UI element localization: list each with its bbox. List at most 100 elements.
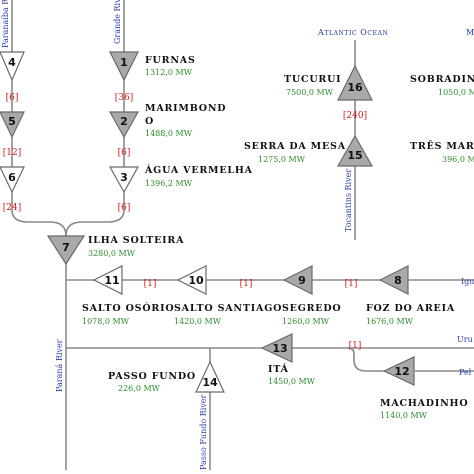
plant-11-number: 11 — [104, 274, 119, 287]
travel-time-1-2: [36] — [115, 93, 133, 103]
plant-2-name-line2: O — [145, 116, 154, 127]
plant-4-number: 4 — [8, 56, 16, 69]
travel-time-3-7: [6] — [118, 203, 131, 213]
plant-labels: FURNAS 1312,0 MW MARIMBOND O 1488,0 MW Á… — [82, 55, 474, 420]
plant-12-name: MACHADINHO — [380, 398, 468, 409]
plant-1-number: 1 — [120, 56, 128, 69]
sobradinho-capacity: 1050,0 MW — [438, 88, 474, 97]
plant-13-name: ITÁ — [268, 363, 289, 375]
sobradinho-name: SOBRADINHO — [410, 74, 474, 85]
travel-time-9-10: [1] — [240, 279, 253, 289]
plant-12-number: 12 — [394, 365, 409, 378]
plant-9[interactable]: 9 — [282, 265, 313, 295]
plant-12-triangle — [382, 356, 415, 386]
plant-1-capacity: 1312,0 MW — [145, 68, 193, 77]
plant-5[interactable]: 5 — [0, 111, 25, 139]
plant-2-name-line1: MARIMBOND — [145, 103, 226, 114]
plant-3-triangle — [108, 166, 140, 194]
line-3-7 — [65, 192, 125, 237]
plant-16-capacity: 7500,0 MW — [286, 88, 334, 97]
river-label-tocantins: Tocantins River — [344, 169, 353, 232]
river-label-parana: Paraná River — [55, 339, 64, 392]
plant-11-triangle — [92, 265, 123, 295]
plant-9-name: SEGREDO — [282, 303, 341, 314]
plant-7-triangle — [46, 235, 86, 266]
plant-9-number: 9 — [298, 274, 306, 287]
plant-7[interactable]: 7 — [46, 235, 86, 266]
plant-16[interactable]: 16 — [337, 64, 373, 101]
plant-9-capacity: 1260,0 MW — [282, 317, 330, 326]
plant-8-number: 8 — [394, 274, 402, 287]
plant-8-triangle — [378, 265, 409, 295]
river-label-pelotas: Pel — [459, 368, 472, 377]
plant-1[interactable]: 1 — [109, 51, 139, 82]
plant-3-name: ÁGUA VERMELHA — [144, 164, 253, 176]
travel-time-2-3: [6] — [118, 148, 131, 158]
plant-8[interactable]: 8 — [378, 265, 409, 295]
river-label-iguacu: Igu — [461, 277, 474, 286]
plant-7-name: ILHA SOLTEIRA — [88, 235, 184, 246]
plant-14-name: PASSO FUNDO — [108, 371, 196, 382]
plant-15-name: SERRA DA MESA — [244, 141, 346, 152]
plant-3[interactable]: 3 — [108, 166, 140, 194]
line-12-13 — [347, 347, 384, 372]
plant-10-triangle — [176, 265, 207, 295]
travel-time-10-11: [1] — [144, 279, 157, 289]
river-label-uruguai: Uru — [457, 335, 473, 344]
plant-14-triangle — [195, 360, 225, 393]
plant-3-number: 3 — [120, 171, 128, 184]
plant-6-number: 6 — [8, 171, 16, 184]
travel-time-12-13: [1] — [349, 341, 362, 351]
plant-11-capacity: 1078,0 MW — [82, 317, 130, 326]
ocean-label: Atlantic Ocean — [317, 28, 388, 37]
plant-11[interactable]: 11 — [92, 265, 123, 295]
tresmarias-name: TRÊS MARIAS — [410, 140, 474, 152]
plant-8-capacity: 1676,0 MW — [366, 317, 414, 326]
plant-14-number: 14 — [202, 376, 218, 389]
plant-7-number: 7 — [62, 241, 70, 254]
plant-10-capacity: 1420,0 MW — [174, 317, 222, 326]
plant-12[interactable]: 12 — [382, 356, 415, 386]
plant-5-triangle — [0, 111, 25, 139]
plant-10-number: 10 — [188, 274, 204, 287]
plant-14-capacity: 226,0 MW — [118, 384, 161, 393]
plant-15-capacity: 1275,0 MW — [258, 155, 306, 164]
plant-2[interactable]: 2 — [108, 111, 140, 139]
plant-6[interactable]: 6 — [0, 166, 25, 194]
plant-3-capacity: 1396,2 MW — [145, 179, 193, 188]
river-label-parnaiba: Paranaíba River — [1, 0, 10, 48]
travel-time-4-5: [6] — [6, 93, 19, 103]
travel-time-5-6: [12] — [3, 148, 21, 158]
plant-7-capacity: 3280,0 MW — [88, 249, 136, 258]
plant-4[interactable]: 4 — [0, 51, 25, 82]
plant-15[interactable]: 15 — [336, 134, 374, 167]
plant-10[interactable]: 10 — [176, 265, 207, 295]
plant-4-triangle — [0, 51, 25, 82]
plant-12-capacity: 1140,0 MW — [380, 411, 428, 420]
plant-13[interactable]: 13 — [260, 333, 293, 363]
plant-14[interactable]: 14 — [195, 360, 225, 393]
travel-time-8-9: [1] — [345, 279, 358, 289]
tresmarias-capacity: 396,0 MW — [442, 155, 474, 164]
plant-2-triangle — [108, 111, 140, 139]
plant-5-number: 5 — [8, 115, 16, 128]
line-6-7 — [11, 192, 67, 237]
plant-10-name: SALTO SANTIAGO — [174, 303, 282, 314]
plant-8-name: FOZ DO AREIA — [366, 303, 455, 314]
plant-1-triangle — [109, 51, 139, 82]
plant-13-number: 13 — [272, 342, 287, 355]
plant-2-number: 2 — [120, 115, 128, 128]
edge-mark: M — [466, 28, 474, 37]
plant-13-capacity: 1450,0 MW — [268, 377, 316, 386]
plant-6-triangle — [0, 166, 25, 194]
river-label-grande: Grande River — [113, 0, 122, 44]
plant-16-triangle — [337, 64, 373, 101]
travel-time-6-7: [24] — [3, 203, 21, 213]
plant-15-triangle — [336, 134, 374, 167]
plant-13-triangle — [260, 333, 293, 363]
plant-16-name: TUCURUI — [284, 74, 341, 85]
plant-11-name: SALTO OSÓRIO — [82, 302, 174, 314]
plant-16-number: 16 — [347, 81, 363, 94]
